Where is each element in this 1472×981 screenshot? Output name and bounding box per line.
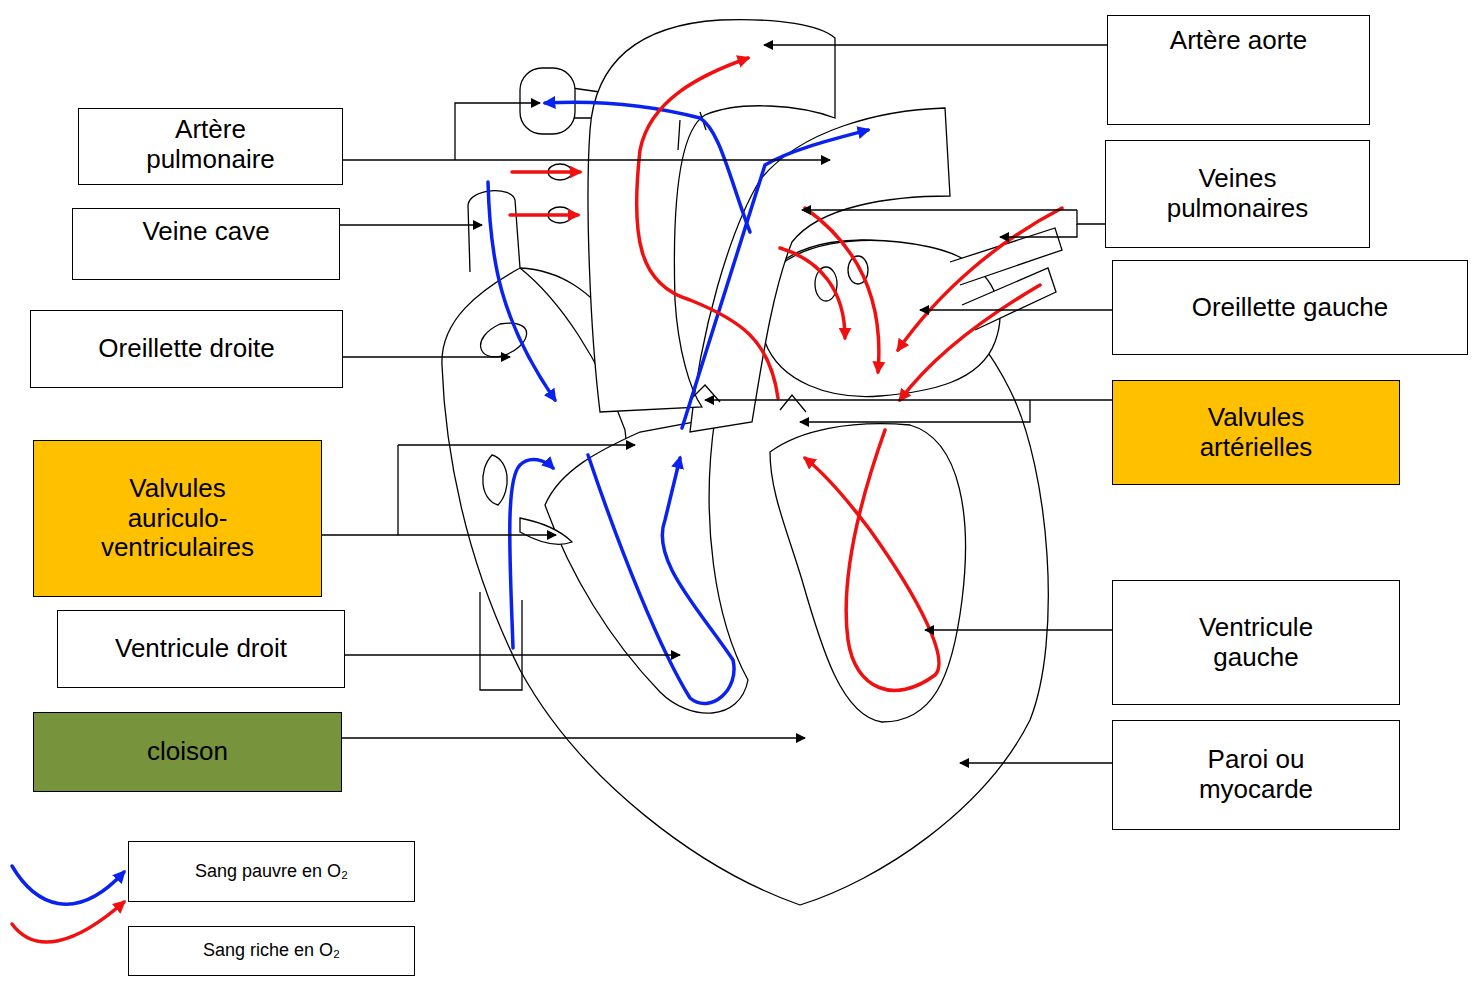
- label-box: Valvules auriculo-ventriculaires: [33, 440, 322, 597]
- label-box: Paroi ou myocarde: [1112, 720, 1400, 830]
- label-box: Ventricule gauche: [1112, 580, 1400, 705]
- label-box: Veine cave: [72, 208, 340, 280]
- label-box: Artère aorte: [1107, 15, 1370, 125]
- label-text: Oreillette gauche: [1192, 293, 1389, 323]
- label-box: Oreillette gauche: [1112, 260, 1468, 355]
- label-box: Oreillette droite: [30, 310, 343, 388]
- label-text: Ventricule gauche: [1181, 613, 1331, 673]
- label-box: Veines pulmonaires: [1105, 140, 1370, 248]
- heart-outline: [442, 20, 1062, 905]
- label-box: Valvules artérielles: [1112, 380, 1400, 485]
- legend-box: Sang riche en O₂: [128, 926, 415, 976]
- label-box: Ventricule droit: [57, 610, 345, 688]
- leader-lines: [322, 45, 1112, 763]
- label-text: Oreillette droite: [98, 334, 274, 364]
- legend-label: Sang riche en O₂: [203, 940, 340, 962]
- label-text: Veines pulmonaires: [1148, 164, 1328, 224]
- label-text: Paroi ou myocarde: [1191, 745, 1321, 805]
- label-text: Ventricule droit: [115, 634, 287, 664]
- label-text: cloison: [147, 737, 228, 767]
- legend-box: Sang pauvre en O₂: [128, 841, 415, 902]
- label-text: Valvules artérielles: [1156, 403, 1356, 463]
- blood-flow-arrows: [488, 58, 1062, 704]
- label-box: cloison: [33, 712, 342, 792]
- label-text: Artère aorte: [1170, 26, 1307, 56]
- label-text: Valvules auriculo-ventriculaires: [88, 474, 268, 564]
- legend-label: Sang pauvre en O₂: [195, 861, 348, 883]
- label-text: Veine cave: [142, 217, 269, 247]
- label-box: Artère pulmonaire: [78, 108, 343, 185]
- label-text: Artère pulmonaire: [121, 115, 301, 175]
- legend-arrows: [12, 866, 124, 942]
